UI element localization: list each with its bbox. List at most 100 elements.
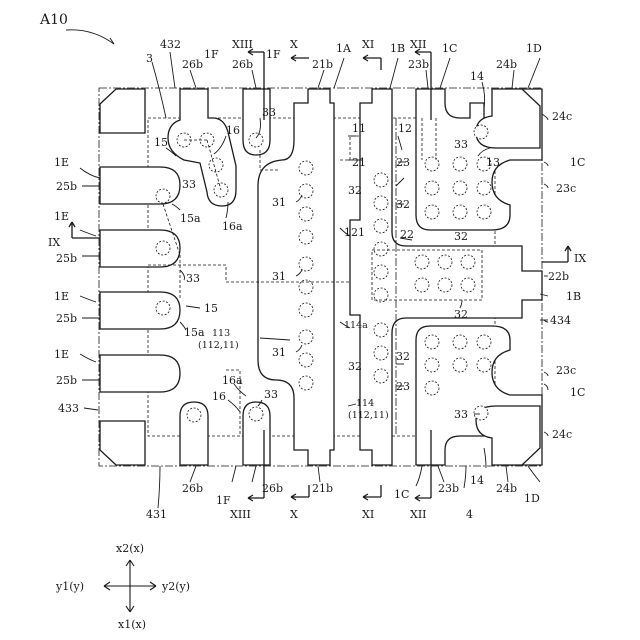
ref-114a: 114a [344,320,368,331]
ref-22: 22 [400,228,414,241]
ref-1f-top-a: 1F [204,48,219,61]
ref-23-b: 23 [396,380,410,393]
section-label-xi-bottom: XI [362,508,374,521]
terminal-24c-top [476,89,540,148]
ref-24b-bot: 24b [496,482,517,495]
ref-32-c: 32 [454,230,468,243]
ref-31-a: 31 [272,196,286,209]
ref-25b-c: 25b [56,312,77,325]
section-mark-xi-top [363,55,381,70]
ref-22b: 22b [548,270,569,283]
ref-11: 11 [352,122,366,135]
via [187,408,201,422]
ref-13: 13 [486,156,500,169]
section-label-xii-top: XII [410,38,427,51]
ref-23c-top: 23c [556,182,576,195]
ref-12: 12 [398,122,412,135]
ref-1e-a: 1E [54,156,69,169]
ref-33-left-top: 33 [182,178,196,191]
corner-pad-top-left [100,89,145,133]
coordinate-axes [104,560,156,612]
ref-25b-a: 25b [56,180,77,193]
ref-1c-r-top: 1C [570,156,585,169]
ref-26b-bot-a: 26b [182,482,203,495]
ref-25b-b: 25b [56,252,77,265]
ref-32-a: 32 [348,184,362,197]
figure-label: A10 [39,12,68,28]
section-label-xi-top: XI [362,38,374,51]
ref-31-c: 31 [272,346,286,359]
via [249,407,263,421]
ref-113: 113 [212,328,230,339]
ref-432: 432 [160,38,181,51]
ref-21b-bot: 21b [312,482,333,495]
ref-16-top: 16 [226,124,240,137]
ref-26b-bot-b: 26b [262,482,283,495]
ref-1c-r-bot: 1C [570,386,585,399]
section-mark-x-bottom [291,485,309,500]
ref-32-d: 32 [454,308,468,321]
ref-14-bot: 14 [470,474,484,487]
section-mark-xi-bottom [363,485,381,500]
ref-33-bot: 33 [264,388,278,401]
ref-1a: 1A [336,42,352,55]
via [156,241,170,255]
corner-pad-bottom-left [100,421,145,465]
terminal-25b-left-4 [100,355,180,392]
ref-1f-top-b: 1F [266,48,281,61]
via [249,133,263,147]
ref-26b-top-b: 26b [232,58,253,71]
ref-32-e: 32 [348,360,362,373]
section-label-xii-bottom: XII [410,508,427,521]
ref-1d-top: 1D [526,42,542,55]
section-label-ix-left: IX [48,236,60,249]
ref-33-tr: 33 [454,138,468,151]
ref-24b-top: 24b [496,58,517,71]
section-label-x-top: X [290,38,298,51]
ref-33-br: 33 [454,408,468,421]
ref-33-left: 33 [186,272,200,285]
axis-label-y1: y1(y) [55,580,84,593]
ref-24c-bot: 24c [552,428,572,441]
ref-23c-bot: 23c [556,364,576,377]
ref-15-top: 15 [154,136,168,149]
via [474,125,488,139]
ref-15a-top: 15a [180,212,201,225]
ref-434: 434 [550,314,571,327]
via [209,158,223,172]
ref-26b-top-a: 26b [182,58,203,71]
ref-1b-top: 1B [390,42,405,55]
ref-15-mid: 15 [204,302,218,315]
ref-31-b: 31 [272,270,286,283]
ref-16a-bot: 16a [222,374,243,387]
section-mark-ix-right [542,246,571,262]
ref-3: 3 [146,52,153,65]
ref-24c-top: 24c [552,110,572,123]
section-mark-x-top [291,55,309,61]
via [474,406,488,420]
via [156,301,170,315]
section-label-ix-right: IX [574,252,586,265]
ref-33-top: 33 [262,106,276,119]
ref-23b-bot: 23b [438,482,459,495]
ref-21: 21 [352,156,366,169]
ref-1b-right: 1B [566,290,581,303]
ref-23-a: 23 [396,156,410,169]
ref-32-f: 32 [396,350,410,363]
ref-1e-d: 1E [54,348,69,361]
axis-label-x1: x1(x) [118,618,146,631]
ref-1c-top: 1C [442,42,457,55]
ref-21b-top: 21b [312,58,333,71]
ref-25b-d: 25b [56,374,77,387]
axis-label-x2: x2(x) [116,542,144,555]
section-label-x-bottom: X [290,508,298,521]
ref-114: 114 [356,398,374,409]
ref-1f-bot: 1F [216,494,231,507]
ref-1d-bot: 1D [524,492,540,505]
ref-1e-c: 1E [54,290,69,303]
via-grid-23-top [425,157,491,219]
ref-23b-top: 23b [408,58,429,71]
axis-label-y2: y2(y) [161,580,190,593]
ref-1c-bot: 1C [394,488,409,501]
